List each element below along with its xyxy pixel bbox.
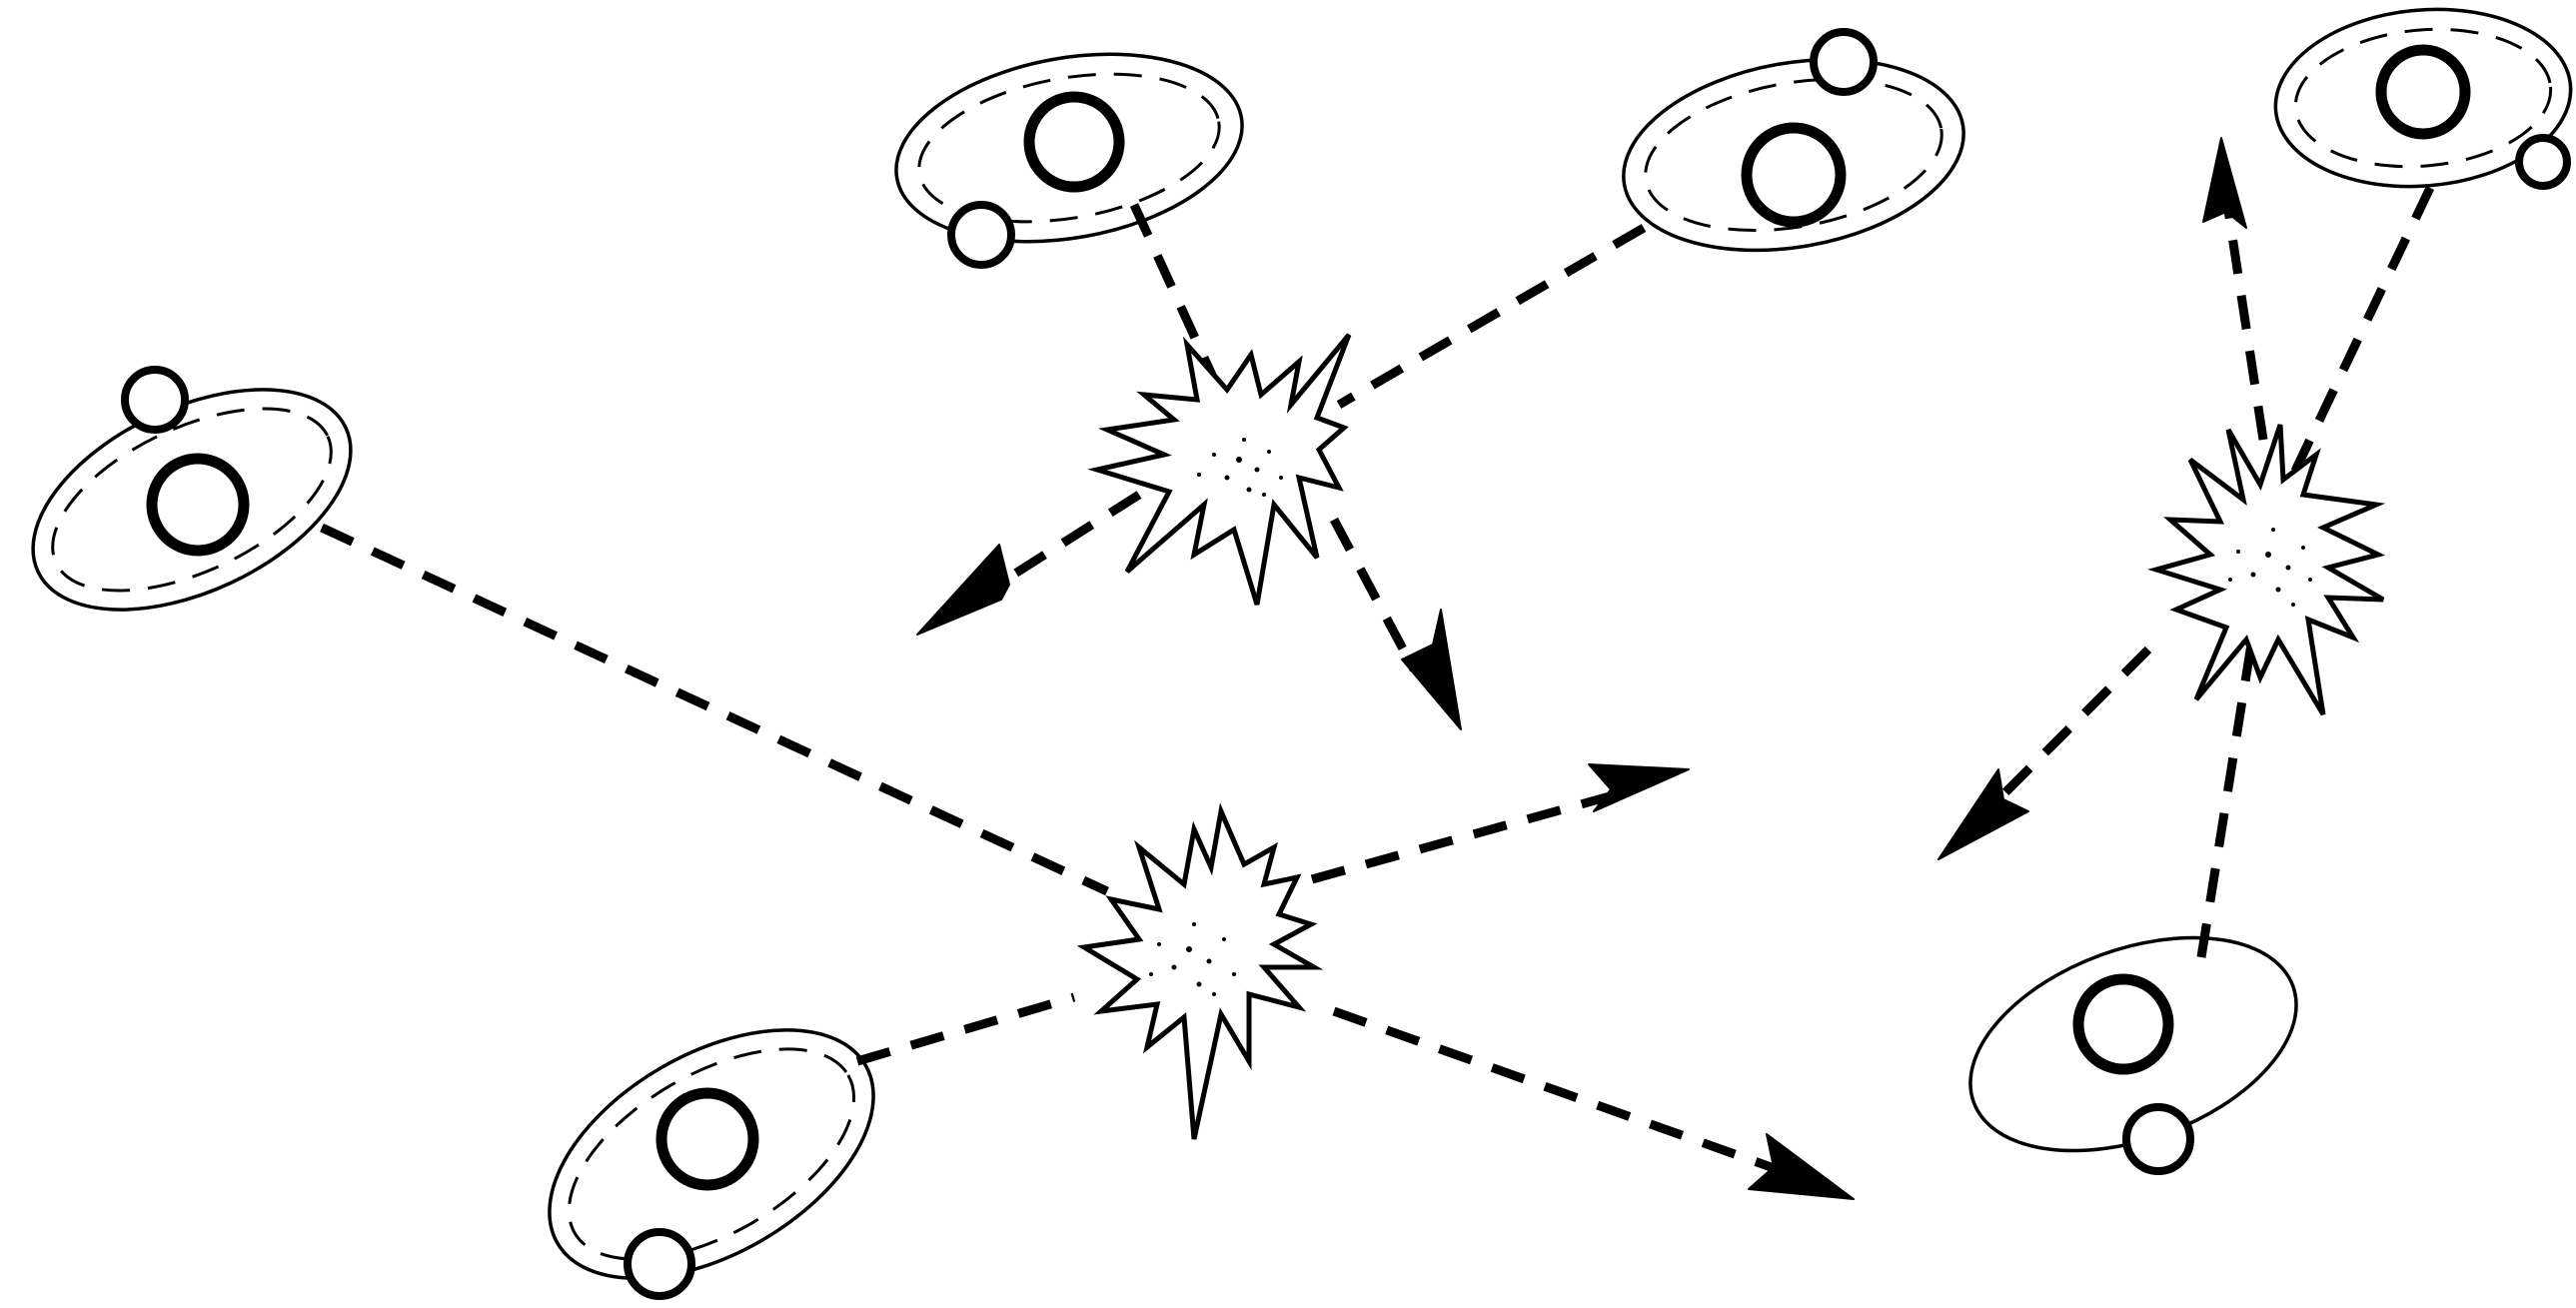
orbit-outline bbox=[1622, 57, 1965, 253]
arrow-icon bbox=[2202, 137, 2247, 229]
nucleus bbox=[146, 453, 250, 557]
nucleus bbox=[1741, 122, 1847, 228]
arrow-icon bbox=[1937, 768, 2029, 860]
atom-left bbox=[31, 366, 353, 612]
trajectories bbox=[320, 186, 2435, 1174]
collision-burst-icon bbox=[1087, 333, 1352, 606]
trajectory-right-collision-out-up bbox=[2223, 209, 2268, 441]
arrow-icon bbox=[1748, 1133, 1855, 1200]
electron bbox=[121, 366, 189, 434]
orbit-path bbox=[1644, 77, 1943, 233]
arrow-icon bbox=[1588, 763, 1690, 812]
arrow-icon bbox=[1401, 609, 1462, 730]
nucleus bbox=[655, 1087, 759, 1191]
trajectory-left-to-lower-collision bbox=[320, 523, 1109, 896]
atom-icon bbox=[2273, 7, 2573, 190]
trajectory-lower-collision-out-right-up bbox=[1310, 787, 1626, 884]
electron bbox=[2122, 1103, 2194, 1175]
collision-lower bbox=[1076, 802, 1324, 1140]
atom-icon bbox=[894, 52, 1244, 269]
nucleus bbox=[2375, 44, 2471, 140]
collision-burst-icon bbox=[2147, 424, 2386, 716]
trajectory-right-collision-out-down-left bbox=[1984, 646, 2152, 813]
orbit-path bbox=[917, 72, 1221, 224]
collision-upper bbox=[1087, 333, 1352, 606]
electron bbox=[624, 1228, 695, 1300]
trajectory-top-right-to-upper-collision bbox=[1336, 224, 1647, 409]
trajectory-upper-collision-out-left bbox=[971, 491, 1142, 604]
orbit-path bbox=[51, 407, 333, 593]
trajectory-bottom-center-to-lower-collision bbox=[855, 992, 1076, 1066]
atom-icon bbox=[1622, 28, 1965, 253]
nucleus bbox=[2072, 973, 2174, 1075]
atom-far-right bbox=[2273, 7, 2573, 190]
atom-icon bbox=[1968, 935, 2298, 1175]
atom-icon bbox=[31, 366, 353, 612]
orbit-outline bbox=[894, 52, 1244, 244]
collision-burst-icon bbox=[1076, 802, 1324, 1140]
orbit-path bbox=[2293, 27, 2553, 169]
atom-bottom-center bbox=[548, 1028, 875, 1300]
arrowheads bbox=[916, 137, 2247, 1200]
atom-top-right bbox=[1622, 28, 1965, 253]
electron bbox=[2515, 134, 2571, 190]
orbit-outline bbox=[548, 1028, 875, 1280]
collision-right bbox=[2147, 424, 2386, 716]
orbit-path bbox=[567, 1047, 856, 1261]
trajectory-upper-collision-out-down bbox=[1330, 517, 1418, 672]
trajectory-lower-collision-out-right-down bbox=[1332, 1006, 1779, 1174]
electron bbox=[1810, 28, 1878, 96]
electron bbox=[947, 201, 1015, 269]
atom-top-center bbox=[894, 52, 1244, 269]
trajectory-far-right-to-right-collision bbox=[2281, 186, 2435, 492]
arrow-icon bbox=[916, 544, 1010, 636]
nucleus bbox=[1023, 91, 1125, 193]
atom-bottom-right bbox=[1968, 935, 2298, 1175]
orbit-outline bbox=[2273, 7, 2573, 189]
atom-icon bbox=[548, 1028, 875, 1300]
